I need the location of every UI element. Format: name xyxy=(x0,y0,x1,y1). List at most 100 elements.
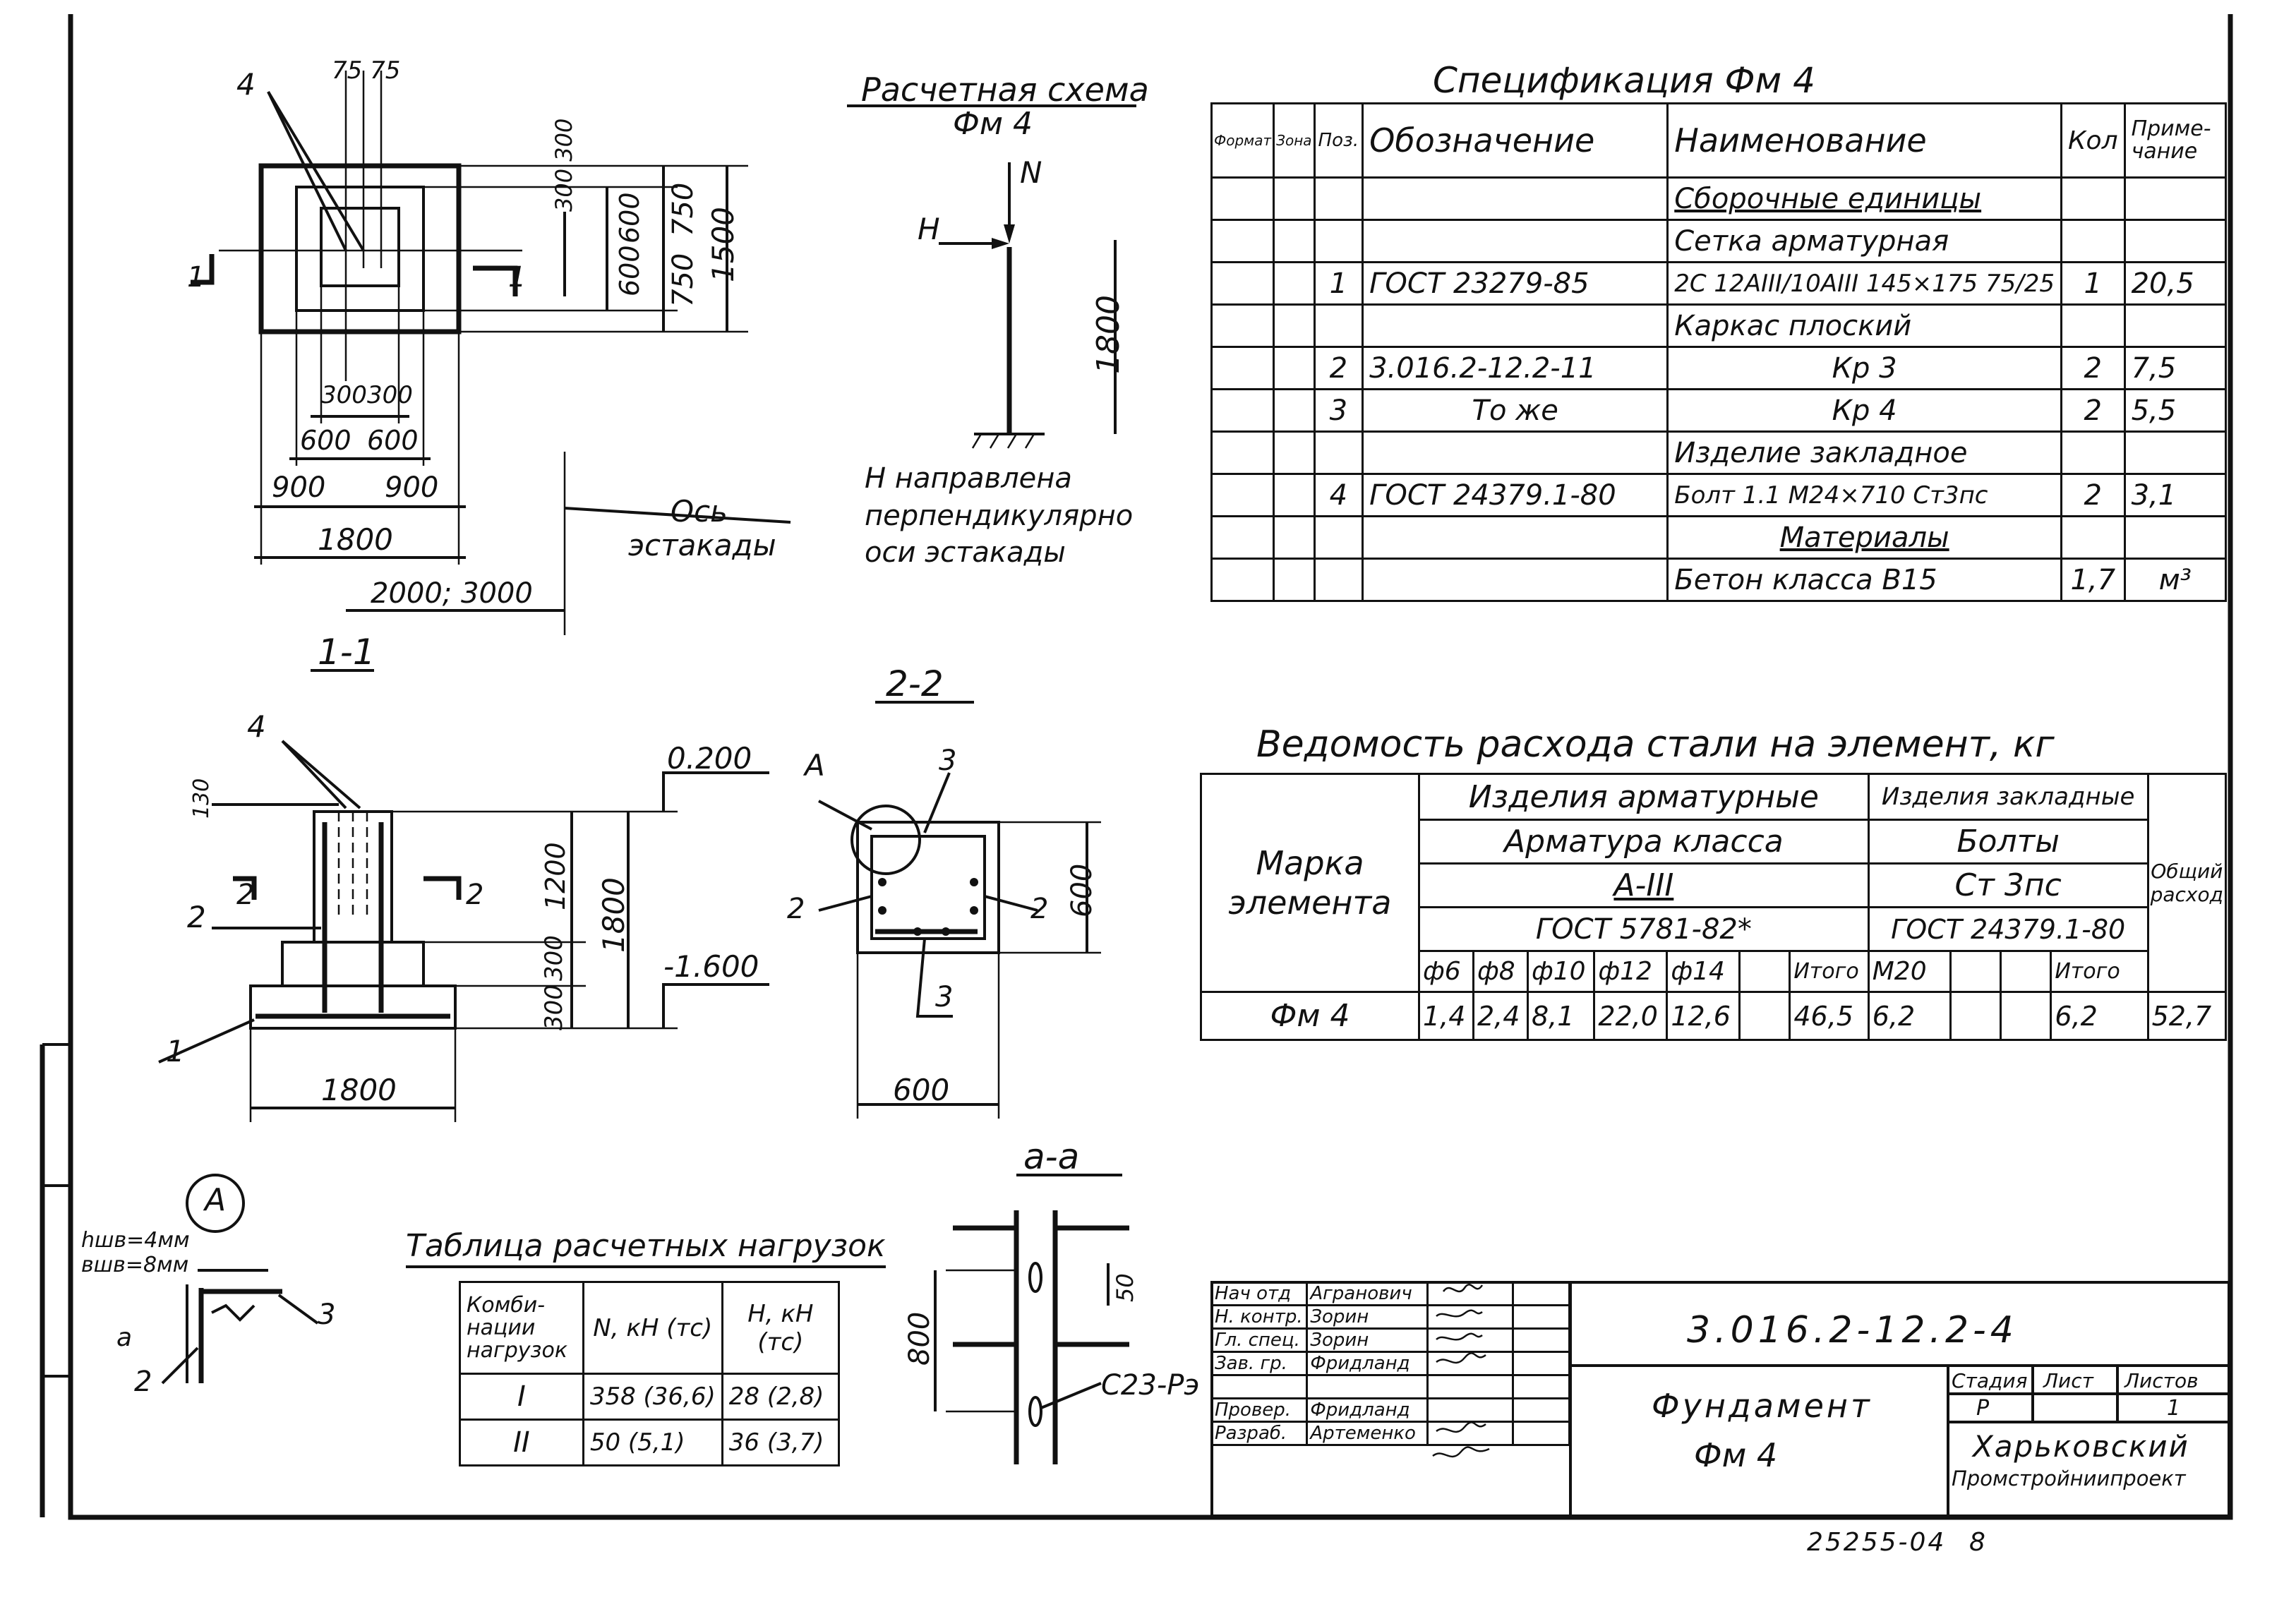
tb-name: Фридланд xyxy=(1306,1351,1429,1376)
sec11-leader-4a xyxy=(281,740,347,809)
steel-total-header: Общий расход xyxy=(2146,773,2228,993)
tb-sheets-header: Листов xyxy=(2124,1369,2199,1392)
node-a-pos-3: 3 xyxy=(318,1299,336,1331)
sec11-cut-left xyxy=(233,876,257,900)
spec-cell xyxy=(1362,558,1669,602)
steel-total: 52,7 xyxy=(2146,991,2228,1041)
title-block-signatures: Нач отд Агранович Н. контр. Зорин Гл. сп… xyxy=(1210,1281,1571,1446)
section-1-1 xyxy=(158,669,769,1122)
loads-header-row: Комби-нации нагрузок N, кН (тс) H, кН (т… xyxy=(459,1281,841,1375)
sec11-leader-4b xyxy=(281,740,361,809)
spec-cell xyxy=(2060,430,2126,475)
spec-cell xyxy=(2123,219,2228,263)
steel-diam-cell: ф10 xyxy=(1526,950,1596,993)
sec22-dim-bottom: 600 xyxy=(893,1073,950,1107)
sec11-slab xyxy=(249,984,457,1030)
plan-cut-left: 1 xyxy=(187,261,205,294)
sec11-cut-right: 2 xyxy=(466,879,484,911)
steel-value-cell: 6,2 xyxy=(2050,991,2149,1041)
spec-row: 3 То же Кр 4 2 5,5 xyxy=(1210,388,2228,433)
spec-cell: 2С 12АIII/10АIII 145×175 75/25 xyxy=(1666,261,2062,306)
tb-name: Агранович xyxy=(1306,1281,1429,1306)
tb-date xyxy=(1511,1281,1571,1306)
scheme-load-n: N xyxy=(1020,155,1042,190)
spec-cell: 2 xyxy=(2060,473,2126,517)
sec11-dim-width: 1800 xyxy=(321,1073,397,1107)
node-a-leader-2 xyxy=(161,1347,199,1385)
sec22-bar-dot-5 xyxy=(913,927,922,936)
spec-cell xyxy=(2123,430,2228,475)
tb-sheets: 1 xyxy=(2167,1396,2181,1421)
spec-cell xyxy=(2123,303,2228,348)
tb-org-1: Харьковский xyxy=(1973,1429,2189,1464)
tb-date xyxy=(1511,1304,1571,1330)
spec-row: Каркас плоский xyxy=(1210,303,2228,348)
steel-diam-cell: ф8 xyxy=(1472,950,1529,993)
plan-dim-b600a: 600 xyxy=(300,425,351,456)
scheme-hatch-1 xyxy=(971,433,982,449)
spec-cell: 1 xyxy=(1313,261,1364,306)
spec-cell: 2 xyxy=(2060,346,2126,390)
spec-cell: 2 xyxy=(1313,346,1364,390)
spec-cell xyxy=(2123,176,2228,221)
steel-value-cell xyxy=(1949,991,2002,1041)
steel-row-diameters: ф6 ф8 ф10 ф12 ф14 Итого М20 Итого xyxy=(1201,950,2226,993)
loads-table-title: Таблица расчетных нагрузок xyxy=(406,1228,886,1264)
node-a-weld-h: hшв=4мм xyxy=(81,1228,190,1253)
node-a-leader-3 xyxy=(277,1294,319,1325)
tb-signature xyxy=(1426,1397,1514,1423)
spec-title: Спецификация Фм 4 xyxy=(1433,60,1815,101)
spec-cell xyxy=(2060,303,2126,348)
saa-leader-weld xyxy=(1040,1382,1102,1409)
axis-leader xyxy=(564,507,791,524)
steel-table: Марка элемента Изделия арматурные Издели… xyxy=(1200,773,2228,1041)
steel-value-cell xyxy=(1738,991,1791,1041)
axis-label-2: эстакады xyxy=(628,528,776,562)
scheme-load-h: H xyxy=(918,212,940,246)
steel-value-cell: 46,5 xyxy=(1789,991,1870,1041)
spec-cell xyxy=(2123,515,2228,560)
footer-page: 8 xyxy=(1969,1528,1985,1557)
node-a-circle xyxy=(186,1174,245,1233)
sec11-elev-top xyxy=(662,771,769,812)
spec-cell: м³ xyxy=(2123,558,2228,602)
spec-header-row: Формат Зона Поз. Обозначение Наименовани… xyxy=(1210,102,2228,179)
spec-cell: Каркас плоский xyxy=(1666,303,2062,348)
spec-h-qty: Кол xyxy=(2060,102,2126,179)
signature-mark-6 xyxy=(1432,1446,1490,1458)
steel-bolts: Болты xyxy=(1867,819,2149,865)
tb-name: Зорин xyxy=(1306,1304,1429,1330)
tb-name: Артеменко xyxy=(1306,1421,1429,1446)
tb-role: Зав. гр. xyxy=(1210,1351,1309,1376)
steel-row-grade: А-III Ст 3пс xyxy=(1201,862,2226,908)
plan-view xyxy=(191,71,791,635)
spec-cell xyxy=(1313,176,1364,221)
sec22-pos-2a: 2 xyxy=(787,893,805,925)
sec11-elev-bottom: -1.600 xyxy=(663,949,759,984)
steel-group-2: Изделия закладные xyxy=(1867,773,2149,821)
spec-row: 4 ГОСТ 24379.1-80 Болт 1.1 М24×710 Ст3пс… xyxy=(1210,473,2228,517)
plan-dim-top: 75 75 xyxy=(332,56,401,85)
spec-h-designation: Обозначение xyxy=(1362,102,1669,179)
tb-sheet-header: Лист xyxy=(2043,1369,2093,1392)
spec-cell: ГОСТ 23279-85 xyxy=(1362,261,1669,306)
spec-row: Сетка арматурная xyxy=(1210,219,2228,263)
spec-cell xyxy=(1313,515,1364,560)
spec-row: Бетон класса В15 1,7 м³ xyxy=(1210,558,2228,602)
steel-value-cell: 8,1 xyxy=(1526,991,1596,1041)
loads-cell: II xyxy=(459,1419,584,1467)
node-a-detail xyxy=(161,1174,319,1385)
sec22-leader-2a xyxy=(818,895,872,912)
tb-name: Зорин xyxy=(1306,1327,1429,1353)
tb-sign-row: Н. контр. Зорин xyxy=(1210,1304,1571,1330)
spec-cell xyxy=(1313,219,1364,263)
loads-row-2: II 50 (5,1) 36 (3,7) xyxy=(459,1419,841,1467)
steel-row-class: Арматура класса Болты xyxy=(1201,819,2226,865)
spec-cell: Сетка арматурная xyxy=(1666,219,2062,263)
tb-name-1: Фундамент xyxy=(1652,1387,1873,1425)
steel-row-gost: ГОСТ 5781-82* ГОСТ 24379.1-80 xyxy=(1201,906,2226,952)
tb-date xyxy=(1511,1374,1571,1399)
sheet-frame xyxy=(68,14,2233,1520)
spec-cell xyxy=(2060,219,2126,263)
